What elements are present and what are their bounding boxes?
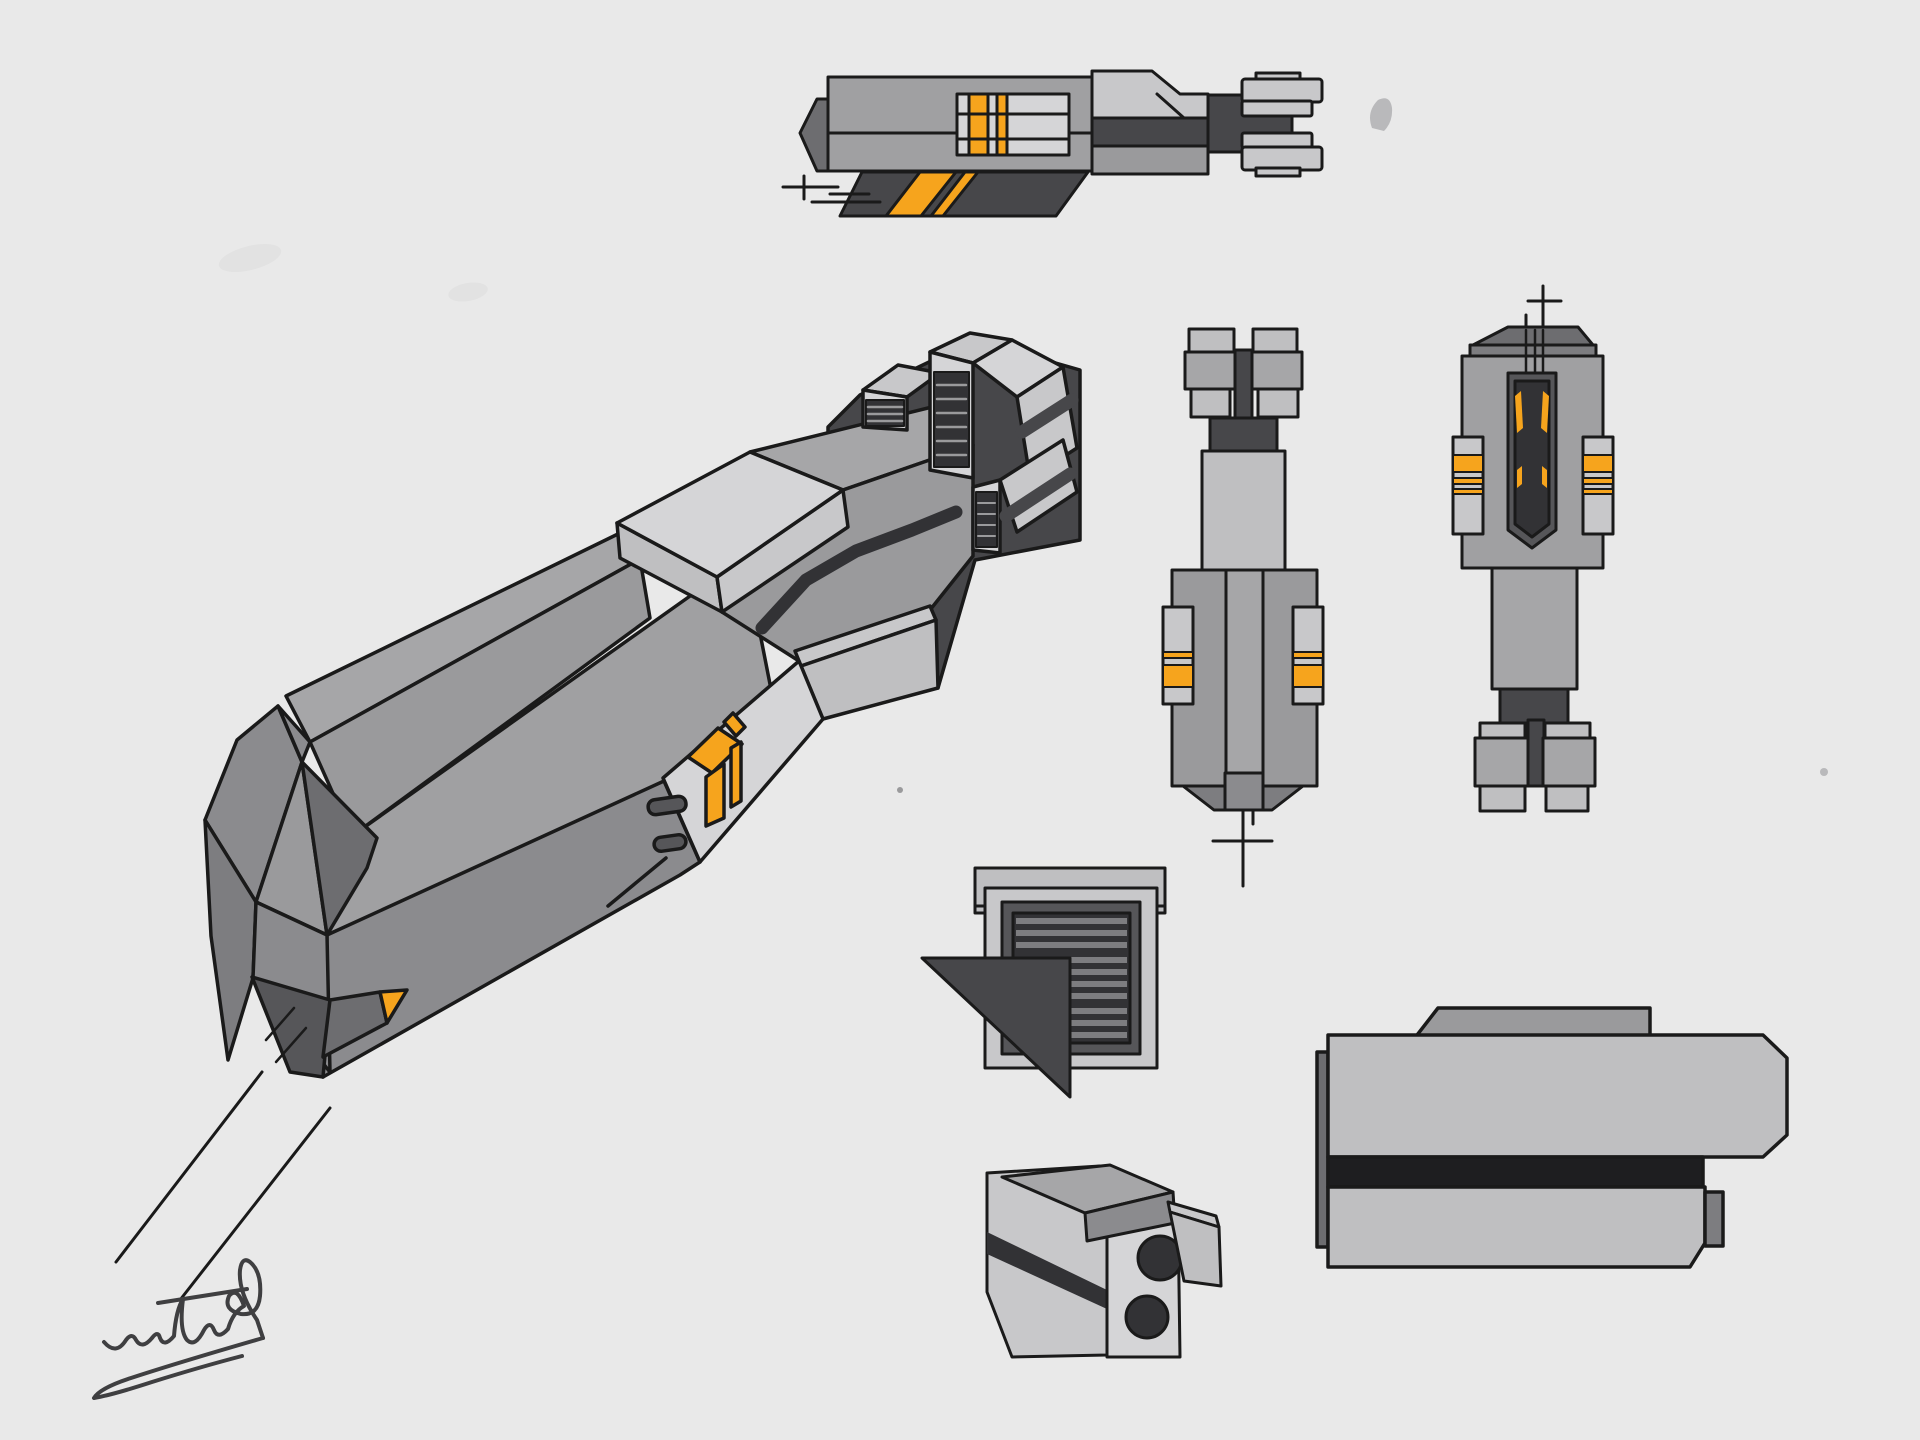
module-dark-stripe	[987, 1232, 1107, 1309]
side-pod	[1581, 435, 1615, 536]
thruster-connector	[1498, 687, 1570, 725]
ship-perspective-view	[114, 331, 1082, 1302]
thruster-pod-cap	[1543, 721, 1592, 740]
side-pod	[1451, 435, 1485, 536]
spine-column	[1224, 568, 1265, 788]
thruster-pod-base	[1189, 387, 1232, 419]
aft-gray-band	[1090, 144, 1210, 176]
keel-hatch-line	[264, 1006, 296, 1042]
aft-neck	[1200, 449, 1287, 573]
thruster-pod-cap	[1478, 721, 1527, 740]
vent-hatch-detail	[920, 866, 1167, 1099]
thruster-pod	[1250, 350, 1304, 391]
paper-smudge	[448, 282, 488, 302]
keel-orange-triangle	[378, 988, 409, 1025]
speck	[897, 787, 903, 793]
zigzag-racing-stripe	[755, 505, 963, 635]
engine-grill	[975, 491, 998, 548]
pod-orange-band	[1162, 664, 1194, 688]
module-fin-plate	[1168, 1210, 1223, 1288]
pod-orange-line	[1452, 477, 1484, 485]
nozzle-circle	[1124, 1294, 1170, 1340]
module-main-slab	[1326, 1033, 1789, 1159]
thruster-pod	[1183, 350, 1237, 391]
aft-dark-band	[1090, 116, 1210, 148]
pod-orange-band	[1582, 454, 1614, 473]
module-side-block	[1703, 1190, 1725, 1248]
speed-line	[178, 1106, 332, 1302]
thruster-pod	[1473, 736, 1530, 788]
slab-dark-stripe	[1015, 393, 1079, 439]
panel-orange-tick	[729, 740, 743, 809]
saddle-top-face	[615, 450, 845, 579]
speed-line	[114, 1070, 264, 1264]
thruster-pod-base	[1256, 387, 1300, 419]
signature-crossbar	[156, 1287, 249, 1305]
thruster-pod-cap	[1187, 327, 1236, 354]
thruster-fin	[1240, 77, 1324, 104]
aft-step-line	[1155, 92, 1186, 120]
module-black-band	[1326, 1155, 1705, 1189]
thruster-module-study	[985, 1163, 1223, 1359]
accent-panel	[661, 659, 825, 864]
signature-flourish	[92, 1336, 265, 1400]
panel-orange-tick	[722, 711, 747, 738]
gray-smudge	[1370, 98, 1393, 131]
thruster-fin-tab	[1254, 166, 1302, 178]
hull-antenna-line	[606, 856, 668, 908]
thruster-fin	[1240, 99, 1314, 118]
keel-fin	[250, 975, 332, 1079]
center-channel-inner	[1513, 379, 1551, 539]
pod-orange-line	[1162, 651, 1194, 659]
grill-slat	[1016, 942, 1127, 948]
aft-neck	[1490, 566, 1579, 691]
pod-orange-line	[1582, 477, 1614, 485]
ship-side-view	[781, 69, 1324, 218]
panel-orange-chevron-lower	[704, 762, 726, 828]
thruster-pod-cap	[1251, 327, 1299, 354]
thruster-pod-base	[1478, 784, 1527, 813]
ship-plan-view-bottom	[1451, 284, 1615, 813]
grill-slat	[1016, 918, 1127, 924]
channel-orange-accent	[1541, 391, 1549, 433]
pod-orange-line	[1292, 651, 1324, 659]
pod-orange-band	[1292, 664, 1324, 688]
thruster-pod	[1541, 736, 1597, 788]
pod-orange-line	[1452, 488, 1484, 495]
channel-orange-accent	[1515, 391, 1523, 433]
thruster-center-column	[1233, 348, 1254, 422]
keel-hatch-line	[274, 1026, 308, 1064]
engine-grill	[933, 371, 970, 468]
pod-orange-band	[1452, 454, 1484, 473]
bow-center-block	[1223, 771, 1265, 812]
slab-dark-stripe	[999, 467, 1077, 523]
artist-signature: cristianb	[92, 1258, 265, 1400]
nose-facet-dark-wedge	[300, 760, 379, 937]
grill-slat	[1016, 930, 1127, 936]
channel-orange-tick	[1542, 466, 1547, 488]
module-lower-slab	[1326, 1185, 1707, 1269]
pod-orange-line	[1582, 488, 1614, 495]
paper-smudge	[218, 244, 282, 272]
nose-facet-lower-left	[203, 818, 258, 1062]
pointer-arrow	[920, 956, 1072, 1099]
hull-module-study	[1315, 1006, 1789, 1269]
thruster-pod-base	[1544, 784, 1590, 813]
signature-scrawl	[102, 1258, 265, 1351]
channel-orange-tick	[1517, 466, 1522, 488]
nose-facet-tip	[276, 704, 312, 764]
hull-pipe	[646, 794, 688, 817]
thruster-connector	[1208, 416, 1279, 453]
ship-plan-view-top	[1161, 327, 1325, 888]
panel-orange-column	[967, 92, 990, 157]
bow-cap-band	[1468, 343, 1598, 358]
speck	[1820, 768, 1828, 776]
hull-pipe	[652, 832, 688, 854]
